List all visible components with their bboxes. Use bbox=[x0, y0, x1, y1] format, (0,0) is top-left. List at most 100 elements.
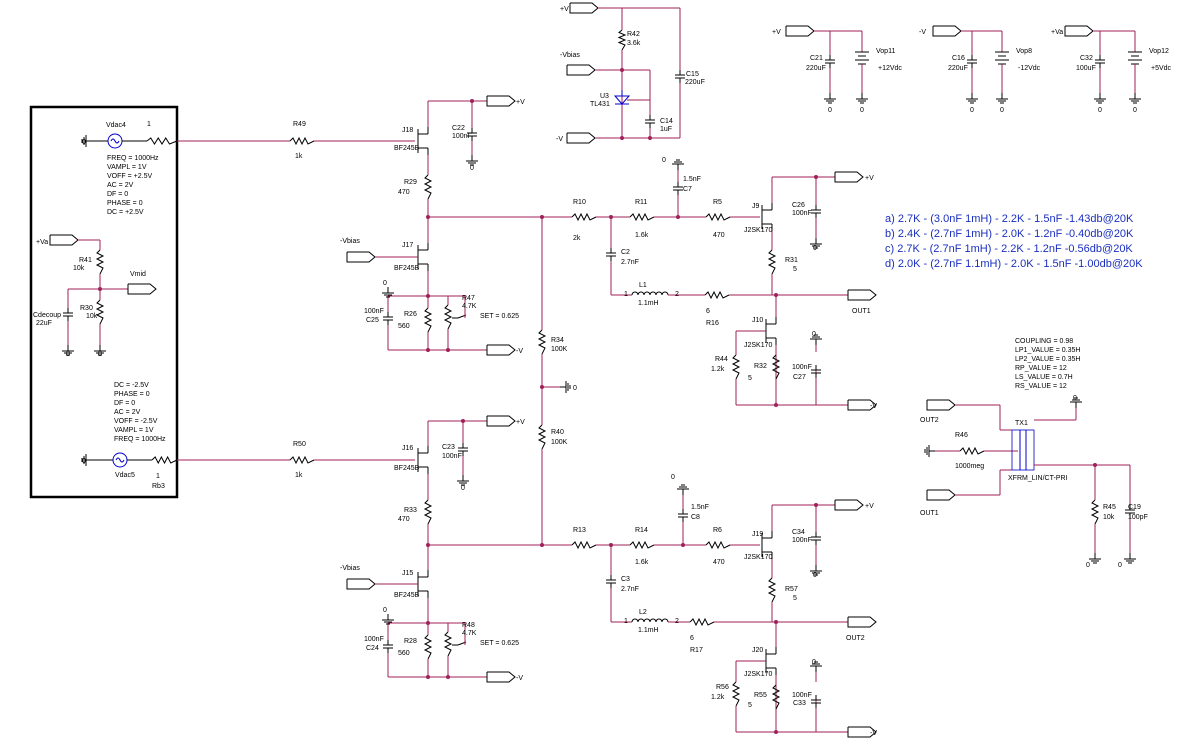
label: 0 bbox=[1073, 395, 1077, 402]
transformer-param: COUPLING = 0.98 bbox=[1015, 338, 1073, 345]
label: TL431 bbox=[590, 101, 610, 108]
offpage-port bbox=[566, 132, 596, 144]
label: 220uF bbox=[685, 79, 705, 86]
label: BF245B bbox=[394, 145, 420, 152]
resistor bbox=[767, 249, 777, 275]
label: 560 bbox=[398, 650, 410, 657]
label: C16 bbox=[952, 55, 965, 62]
label: 5 bbox=[748, 702, 752, 709]
label: 0 bbox=[461, 485, 465, 492]
offpage-port bbox=[569, 2, 599, 14]
label: R30 bbox=[80, 305, 93, 312]
resistor bbox=[443, 631, 453, 657]
junction-dot bbox=[620, 68, 624, 72]
label: R31 bbox=[785, 257, 798, 264]
label: BF245B bbox=[394, 265, 420, 272]
label: C19 bbox=[1128, 504, 1141, 511]
label: 220uF bbox=[948, 65, 968, 72]
label: 470 bbox=[398, 189, 410, 196]
label: 0 bbox=[98, 351, 102, 358]
label: 1 bbox=[624, 618, 628, 625]
resistor bbox=[1090, 499, 1100, 525]
offpage-port bbox=[49, 234, 79, 246]
resistor bbox=[629, 540, 655, 550]
label: 0 bbox=[813, 245, 817, 252]
source-param: DC = -2.5V bbox=[114, 382, 149, 389]
label: 10k bbox=[1103, 514, 1115, 521]
label: C2 bbox=[621, 249, 630, 256]
label: -Vbias bbox=[340, 238, 360, 245]
label: Vdac5 bbox=[115, 472, 135, 479]
offpage-port bbox=[834, 499, 864, 511]
label: C23 bbox=[442, 444, 455, 451]
label: -Vbias bbox=[560, 52, 580, 59]
label: 220uF bbox=[806, 65, 826, 72]
label: +5Vdc bbox=[1151, 65, 1172, 72]
resistor bbox=[771, 684, 781, 710]
label: +V bbox=[516, 419, 525, 426]
label: J2SK170 bbox=[744, 554, 773, 561]
label: 1uF bbox=[660, 126, 672, 133]
junction-dot bbox=[648, 136, 652, 140]
label: 1k bbox=[295, 153, 303, 160]
label: SET = 0.625 bbox=[480, 640, 519, 647]
offpage-port bbox=[926, 399, 956, 411]
label: 1000meg bbox=[955, 463, 984, 470]
label: 0 bbox=[812, 331, 816, 338]
label: +Va bbox=[36, 239, 48, 246]
resistor bbox=[731, 354, 741, 380]
label: +V bbox=[865, 503, 874, 510]
label: 100nF bbox=[364, 636, 384, 643]
label: -V bbox=[870, 403, 877, 410]
label: R5 bbox=[713, 199, 722, 206]
resistor bbox=[289, 455, 315, 465]
transformer-core bbox=[1011, 429, 1035, 471]
offpage-port bbox=[834, 171, 864, 183]
label: +V bbox=[865, 175, 874, 182]
label: 6 bbox=[706, 308, 710, 315]
source-param: VOFF = +2.5V bbox=[107, 173, 152, 180]
label: -V bbox=[919, 29, 926, 36]
transformer-param: LS_VALUE = 0.7H bbox=[1015, 374, 1073, 381]
label: R45 bbox=[1103, 504, 1116, 511]
resistor bbox=[705, 212, 731, 222]
label: Cdecoup bbox=[33, 312, 61, 319]
label: 1k bbox=[295, 472, 303, 479]
label: Vdac4 bbox=[106, 122, 126, 129]
resistor bbox=[95, 249, 105, 275]
label: 0 bbox=[82, 458, 86, 465]
label: 10k bbox=[86, 313, 98, 320]
source-param: FREQ = 1000Hz bbox=[107, 155, 159, 162]
label: R13 bbox=[573, 527, 586, 534]
label: J19 bbox=[752, 531, 763, 538]
label: 100uF bbox=[1076, 65, 1096, 72]
label: -Vbias bbox=[340, 565, 360, 572]
label: R41 bbox=[79, 257, 92, 264]
resistor bbox=[443, 304, 453, 330]
transformer-param: LP2_VALUE = 0.35H bbox=[1015, 356, 1080, 363]
label: 100nF bbox=[792, 537, 812, 544]
label: C34 bbox=[792, 529, 805, 536]
junction-dot bbox=[461, 419, 465, 423]
label: 470 bbox=[398, 516, 410, 523]
source-param: PHASE = 0 bbox=[107, 200, 143, 207]
label: Vop8 bbox=[1016, 48, 1032, 55]
label: 0 bbox=[82, 139, 86, 146]
offpage-port bbox=[486, 671, 516, 683]
label: 2 bbox=[675, 618, 679, 625]
label: J2SK170 bbox=[744, 342, 773, 349]
offpage-port bbox=[346, 251, 376, 263]
label: OUT1 bbox=[920, 510, 939, 517]
junction-dot bbox=[620, 136, 624, 140]
source-param: DF = 0 bbox=[114, 400, 135, 407]
label: L1 bbox=[639, 282, 647, 289]
design-annotation: d) 2.0K - (2.7nF 1.1mH) - 2.0K - 1.5nF -… bbox=[885, 258, 1143, 270]
label: R48 bbox=[462, 622, 475, 629]
label: 0 bbox=[1086, 562, 1090, 569]
label: 3.6k bbox=[627, 40, 641, 47]
label: 470 bbox=[713, 559, 725, 566]
source-box bbox=[29, 105, 179, 499]
offpage-port bbox=[847, 399, 877, 411]
label: 1.1mH bbox=[638, 627, 659, 634]
label: R34 bbox=[551, 337, 564, 344]
